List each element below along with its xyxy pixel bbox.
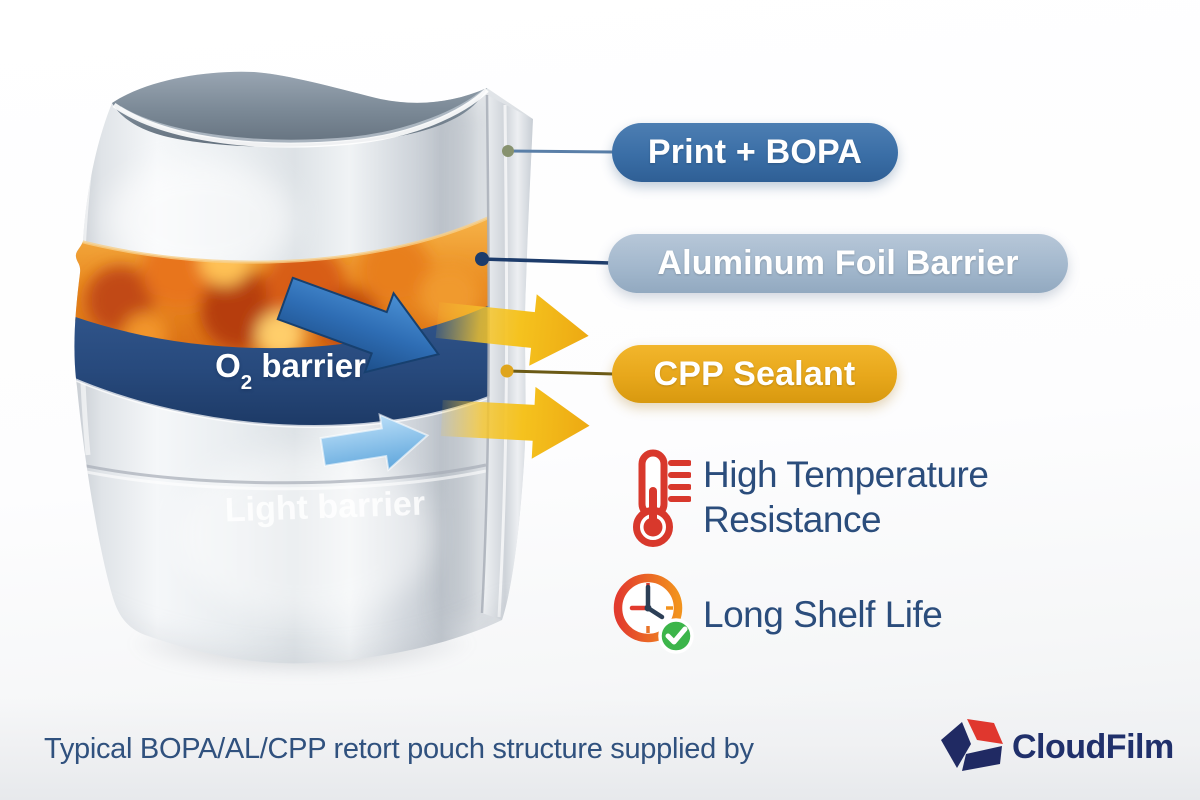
blue-block-arrow-icon (276, 276, 441, 374)
yellow-permeation-arrow-icon (435, 294, 589, 366)
callout-label: Print + BOPA (647, 133, 863, 171)
callout-pill-aluminum-foil: Aluminum Foil Barrier (608, 234, 1068, 293)
pouch-band-seam-highlight (74, 467, 487, 491)
o2-prefix: O (215, 347, 241, 384)
pouch-opening (112, 71, 489, 148)
clock-check-icon (613, 573, 694, 654)
pouch-sheen (175, 450, 435, 620)
pouch-sheen (105, 160, 295, 280)
feature-shelf-life: Long Shelf Life (703, 592, 943, 637)
callout-pill-print-bopa: Print + BOPA (612, 123, 898, 182)
o2-subscript: 2 (240, 371, 253, 395)
yellow-permeation-arrow-icon (440, 386, 590, 459)
pouch-band-seam (74, 461, 487, 485)
pouch-label-o2-barrier: O2 barrier (198, 347, 383, 393)
feature-line: High Temperature (703, 454, 989, 495)
pouch-illustration (74, 71, 590, 664)
thermometer-icon (633, 449, 691, 547)
oxygen-barrier-band (74, 305, 491, 428)
o2-suffix: barrier (252, 347, 366, 384)
brand-name: CloudFilm (1012, 727, 1174, 766)
callout-label: CPP Sealant (653, 354, 856, 393)
light-blue-arrow-icon (319, 412, 430, 472)
callout-pill-cpp-sealant: CPP Sealant (612, 345, 897, 403)
pouch-seam (480, 94, 533, 620)
brand-logo: CloudFilm (938, 718, 1174, 776)
footer-caption: Typical BOPA/AL/CPP retort pouch structu… (44, 733, 754, 765)
callout-label: Aluminum Foil Barrier (657, 244, 1019, 282)
cloudfilm-cube-icon (941, 719, 1003, 771)
feature-high-temp: High Temperature Resistance (703, 452, 989, 542)
feature-line: Resistance (703, 499, 882, 540)
pouch-label-light-barrier: Light barrier (224, 484, 426, 530)
feature-line: Long Shelf Life (703, 594, 943, 635)
